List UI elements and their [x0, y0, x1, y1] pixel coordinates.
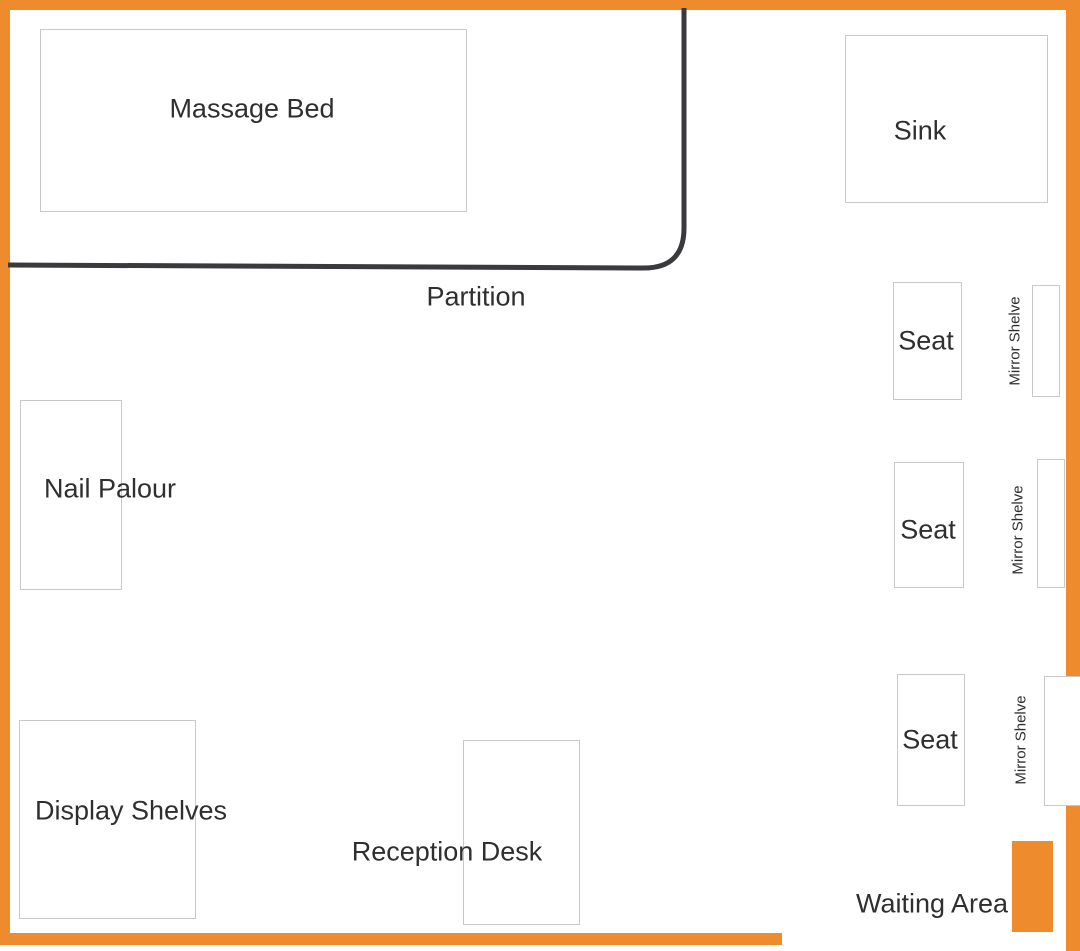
- nail-palour-shape[interactable]: [20, 400, 122, 590]
- mirror-shelve-label-3: Mirror Shelve: [1012, 695, 1030, 785]
- nail-palour-label: Nail Palour: [43, 473, 177, 504]
- display-shelves-shape[interactable]: [19, 720, 196, 919]
- sink-shape[interactable]: [845, 35, 1048, 203]
- wall-top: [0, 0, 1080, 10]
- massage-bed-label: Massage Bed: [169, 93, 335, 124]
- waiting-area-seat-shape[interactable]: [1012, 841, 1053, 932]
- seat-label-1: Seat: [898, 325, 954, 356]
- wall-right: [1066, 0, 1080, 951]
- wall-bottom: [0, 933, 782, 945]
- waiting-area-label: Waiting Area: [855, 888, 1009, 919]
- seat-label-2: Seat: [900, 514, 956, 545]
- mirror-shelve-label-2: Mirror Shelve: [1009, 485, 1027, 575]
- mirror-shelve-shape-2[interactable]: [1037, 459, 1065, 588]
- seat-shape-1[interactable]: [893, 282, 962, 400]
- seat-label-3: Seat: [902, 724, 958, 755]
- seat-shape-2[interactable]: [894, 462, 964, 588]
- display-shelves-label: Display Shelves: [34, 795, 228, 826]
- reception-desk-shape[interactable]: [463, 740, 580, 925]
- seat-shape-3[interactable]: [897, 674, 965, 806]
- reception-desk-label: Reception Desk: [351, 836, 543, 867]
- mirror-shelve-label-1: Mirror Shelve: [1006, 296, 1024, 386]
- wall-left: [0, 0, 10, 945]
- mirror-shelve-shape-1[interactable]: [1032, 285, 1060, 397]
- partition-label: Partition: [426, 281, 526, 312]
- sink-label: Sink: [893, 115, 947, 146]
- mirror-shelve-shape-3[interactable]: [1044, 676, 1080, 806]
